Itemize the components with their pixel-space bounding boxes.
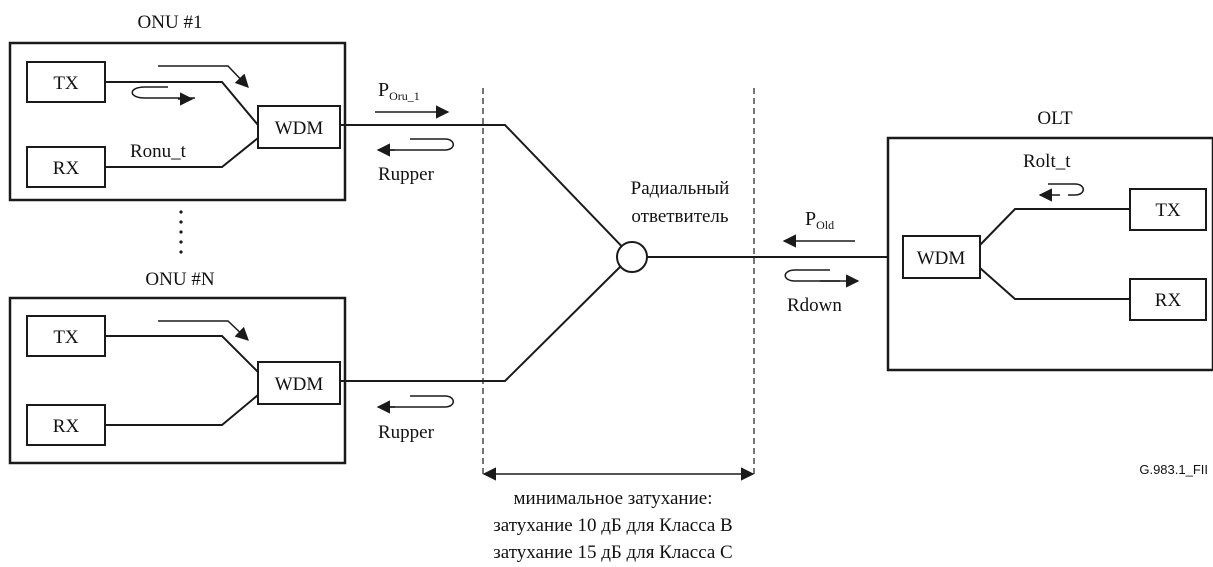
onu-1-reflect-label: Ronu_t [130, 141, 187, 162]
olt-reflect-loop [1048, 183, 1084, 196]
onu-1-rx-label: RX [53, 158, 80, 179]
onu-n-title: ONU #N [145, 269, 214, 290]
figure-id: G.983.1_FII [1139, 462, 1208, 477]
onu-n-rx-fiber [105, 394, 259, 426]
attenuation-line1: минимальное затухание: [514, 488, 713, 509]
onu-1-title: ONU #1 [138, 12, 203, 33]
onu-1-wdm-box [257, 105, 341, 149]
onu-1-block: ONU #1 TX RX WDM Ronu_t [8, 12, 347, 202]
onu-1-tx-fiber [105, 81, 259, 126]
onu-n-tx-label: TX [53, 327, 79, 348]
onu-n-tx-arrow [158, 320, 249, 341]
olt-wdm-label: WDM [917, 248, 966, 269]
olt-title: OLT [1037, 108, 1073, 129]
rupper-1-label: Rupper [378, 164, 435, 185]
onu-1-rx-fiber [105, 137, 259, 168]
onu-1-reflect-loop [131, 86, 195, 99]
rdown-loop [784, 269, 840, 282]
rupper-n-loop [384, 395, 454, 408]
olt-rx-label: RX [1155, 290, 1182, 311]
p-olt-label: POld [805, 208, 834, 232]
onu-n-feeder-fiber [340, 264, 623, 382]
olt-tx-label: TX [1155, 200, 1181, 221]
olt-wdm-box [902, 235, 981, 279]
onu-ellipsis [179, 210, 183, 254]
onu-n-wdm-box [257, 361, 341, 405]
olt-reflect-label: Rolt_t [1023, 151, 1071, 172]
rupper-1-loop [384, 138, 454, 151]
olt-tx-fiber [979, 208, 1130, 246]
rdown-label: Rdown [787, 295, 842, 316]
radial-splitter [616, 241, 648, 273]
onu-n-rx-label: RX [53, 416, 80, 437]
onu-n-rx-box [26, 404, 106, 446]
onu-1-feeder-fiber [340, 124, 633, 258]
onu-n-wdm-label: WDM [275, 374, 324, 395]
onu-1-wdm-label: WDM [275, 118, 324, 139]
splitter-label-line1: Радиальный [631, 178, 730, 199]
olt-block: OLT WDM TX RX Rolt_t [886, 108, 1213, 372]
onu-1-tx-label: TX [53, 73, 79, 94]
attenuation-line3: затухание 15 дБ для Класса C [493, 542, 732, 563]
p-onu-label: POru_1 [378, 79, 420, 103]
onu-n-tx-fiber [105, 335, 259, 373]
onu-1-tx-arrow [158, 65, 249, 88]
olt-rx-fiber [979, 267, 1130, 300]
attenuation-line2: затухание 10 дБ для Класса B [493, 515, 732, 536]
onu-1-tx-box [26, 61, 106, 103]
onu-1-rx-box [26, 146, 106, 188]
rupper-n-label: Rupper [378, 422, 435, 443]
olt-rx-box [1129, 278, 1207, 321]
splitter-label-line2: ответвитель [631, 206, 729, 227]
onu-n-block: ONU #N TX RX WDM [8, 269, 347, 465]
